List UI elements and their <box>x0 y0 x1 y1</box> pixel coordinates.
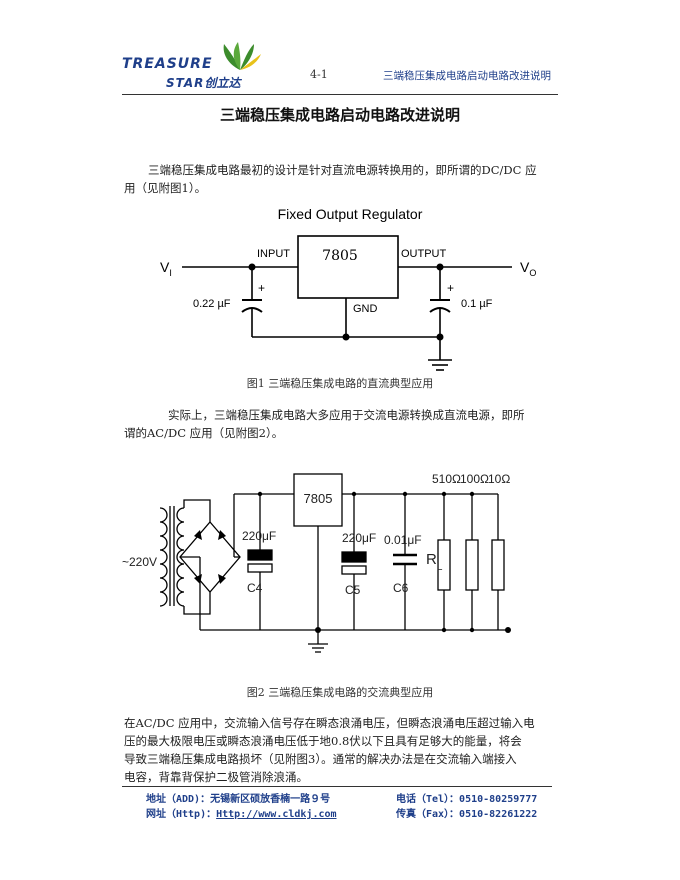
logo-text-star: STAR <box>166 76 205 90</box>
footer-phone: 电话（Tel）：0510-80259777 <box>396 794 538 805</box>
ac-regulator-label: 7805 <box>304 491 333 506</box>
footer-rule <box>122 786 552 787</box>
regulator-7805-box <box>297 235 399 299</box>
footer-website-link[interactable]: Http://www.cldkj.com <box>216 809 337 820</box>
figure-1-heading: Fixed Output Regulator <box>278 206 423 222</box>
page-title: 三端稳压集成电路启动电路改进说明 <box>219 106 460 124</box>
cap-out-value: 0.1 µF <box>461 298 493 310</box>
paragraph-1-line: 三端稳压集成电路最初的设计是针对直流电源转换用的，即所谓的DC/DC 应 <box>148 163 537 177</box>
paragraph-1-line: 用（见附图1）。 <box>124 181 207 195</box>
paragraph-3-line: 导致三端稳压集成电路损坏（见附图3）。通常的解决办法是在交流输入端接入 <box>124 752 517 766</box>
c6-name: C6 <box>393 581 409 595</box>
paragraph-3-line: 在AC/DC 应用中，交流输入信号存在瞬态浪涌电压，但瞬态浪涌电压超过输入电 <box>124 716 535 730</box>
figure-2-caption: 图2 三端稳压集成电路的交流典型应用 <box>246 686 434 699</box>
footer-website: 网址（Http)：Http://www.cldkj.com <box>146 805 337 820</box>
paragraph-3-line: 电容，背靠背保护二极管消除浪涌。 <box>124 770 308 784</box>
regulator-label: 7805 <box>322 248 358 264</box>
header-rule <box>122 94 558 95</box>
r-100-label: 100Ω <box>460 472 489 486</box>
c4-value: 220μF <box>242 529 276 543</box>
logo-text-chinese: 创立达 <box>204 76 241 90</box>
leaf-logo-icon <box>223 42 261 70</box>
header-doc-title: 三端稳压集成电路启动电路改进说明 <box>383 70 551 82</box>
output-pin-label: OUTPUT <box>401 248 447 260</box>
input-pin-label: INPUT <box>257 248 290 260</box>
footer-fax: 传真（Fax）：0510-82261222 <box>396 809 538 820</box>
ac-source-label: ~220V <box>122 555 157 569</box>
cap-in-value: 0.22 µF <box>193 298 231 310</box>
paragraph-2-line: 实际上，三端稳压集成电路大多应用于交流电源转换成直流电源，即所 <box>168 408 525 422</box>
paragraph-1: 三端稳压集成电路最初的设计是针对直流电源转换用的，即所谓的DC/DC 应 用（见… <box>124 161 560 197</box>
vout-label: VO <box>520 259 536 278</box>
c5-name: C5 <box>345 583 361 597</box>
footer-address: 地址（ADD)：无锡新区硕放香楠一路９号 <box>146 794 331 805</box>
figure-1-dc-regulator-circuit: Fixed Output Regulator 7805 INPUT OUTPUT… <box>160 206 536 371</box>
logo-text-treasure: TREASURE <box>122 56 213 72</box>
page-number: 4-1 <box>310 68 328 81</box>
paragraph-3: 在AC/DC 应用中，交流输入信号存在瞬态浪涌电压，但瞬态浪涌电压超过输入电 压… <box>124 714 564 786</box>
vin-label: VI <box>160 259 172 278</box>
footer-website-label: 网址（Http)： <box>146 809 217 820</box>
c5-value: 220μF <box>342 531 376 545</box>
paragraph-2-line: 谓的AC/DC 应用（见附图2）。 <box>124 426 284 440</box>
c4-name: C4 <box>247 581 263 595</box>
paragraph-3-line: 压的最大极限电压或瞬态浪涌电压低于地0.8伏以下且具有足够大的能量，将会 <box>124 734 522 748</box>
r-510-label: 510Ω <box>432 472 461 486</box>
cap-out-plus: + <box>447 281 454 295</box>
company-logo: TREASURE STAR创立达 <box>122 42 262 90</box>
r-10-label: 10Ω <box>488 472 510 486</box>
figure-2-ac-regulator-circuit: 7805 ~220V 220μF C4 220μF C5 0.01μF C6 R… <box>122 472 511 653</box>
gnd-pin-label: GND <box>353 303 378 315</box>
figure-1-caption: 图1 三端稳压集成电路的直流典型应用 <box>246 377 434 390</box>
rl-label: RL <box>426 551 443 573</box>
c6-value: 0.01μF <box>384 533 422 547</box>
paragraph-2: 实际上，三端稳压集成电路大多应用于交流电源转换成直流电源，即所 谓的AC/DC … <box>124 406 560 442</box>
cap-in-plus: + <box>258 281 265 295</box>
